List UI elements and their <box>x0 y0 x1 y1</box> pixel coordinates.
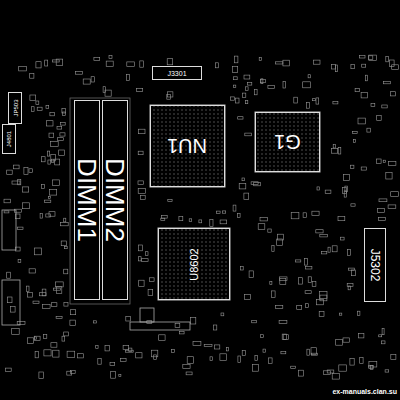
connector: J5302 <box>364 228 386 302</box>
chip: NU1 <box>150 105 225 187</box>
part-designator: J4801 <box>6 131 12 147</box>
watermark: ex-manuals.clan.su <box>332 388 397 395</box>
dimm-slot: DIMM1 <box>74 100 100 300</box>
part-designator: DIMM2 <box>102 158 128 242</box>
connector: JP503 <box>8 92 22 124</box>
part-designator: JP503 <box>12 99 18 116</box>
part-designator: G1 <box>274 132 301 152</box>
part-designator: J5302 <box>369 249 381 282</box>
dimm-slot: DIMM2 <box>102 100 128 300</box>
part-designator: J3301 <box>167 70 186 77</box>
part-designator: U8602 <box>188 248 199 280</box>
connector: J3301 <box>152 66 202 80</box>
connector: J4801 <box>2 124 16 154</box>
chip: G1 <box>255 112 320 172</box>
part-designator: DIMM1 <box>74 158 100 242</box>
chip: U8602 <box>158 228 230 300</box>
part-designator: NU1 <box>167 136 207 156</box>
